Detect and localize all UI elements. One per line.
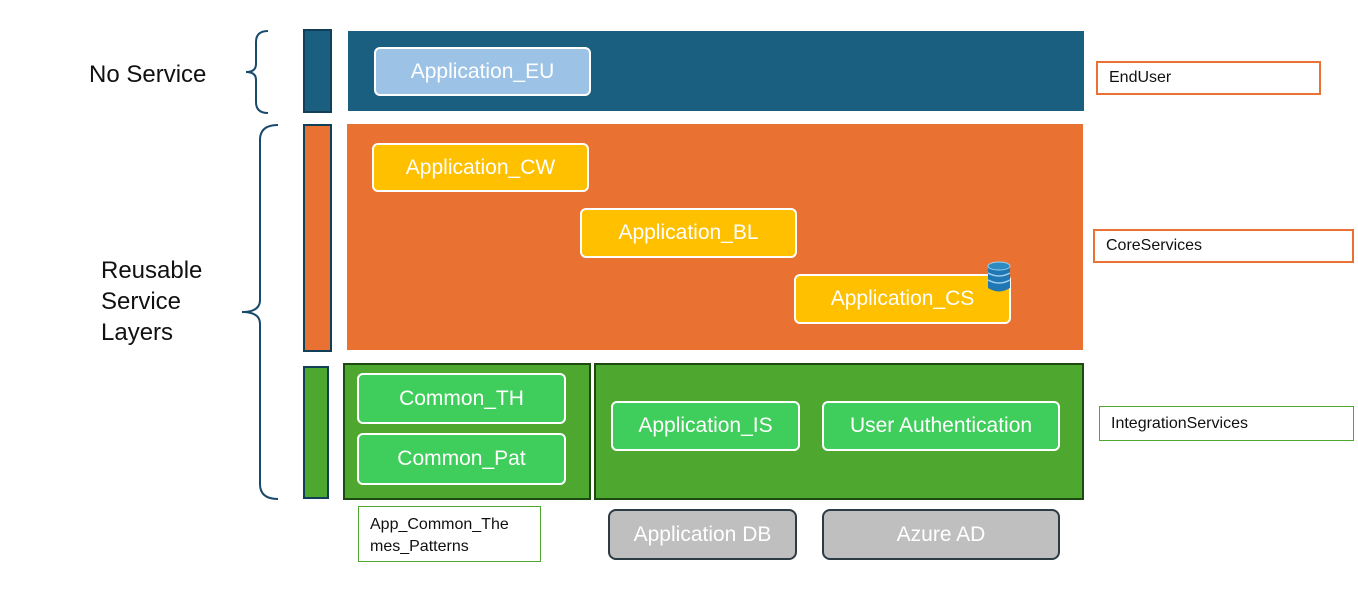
user-authentication-box[interactable]: User Authentication <box>822 401 1060 451</box>
core-services-tag: CoreServices <box>1093 229 1354 263</box>
common-th-box[interactable]: Common_TH <box>357 373 566 424</box>
integration-services-tag: IntegrationServices <box>1099 406 1354 441</box>
application-db-box[interactable]: Application DB <box>608 509 797 560</box>
app-common-tag-line1: App_Common_The <box>370 516 509 533</box>
no-service-brace <box>245 30 269 114</box>
no-service-label: No Service <box>89 61 207 88</box>
reusable-service-layers-label: Reusable Service Layers <box>101 255 202 348</box>
common-pat-box[interactable]: Common_Pat <box>357 433 566 485</box>
azure-ad-box[interactable]: Azure AD <box>822 509 1060 560</box>
app-common-themes-patterns-tag: App_Common_The mes_Patterns <box>358 506 541 562</box>
application-bl-box[interactable]: Application_BL <box>580 208 797 258</box>
reusable-label-line1: Reusable <box>101 257 203 284</box>
reusable-label-line2: Service <box>101 288 182 315</box>
integration-indicator-bar <box>303 366 329 499</box>
reusable-label-line3: Layers <box>101 319 174 346</box>
application-cw-box[interactable]: Application_CW <box>372 143 589 192</box>
application-eu-box[interactable]: Application_EU <box>374 47 591 96</box>
enduser-indicator-bar <box>303 29 332 113</box>
enduser-tag: EndUser <box>1096 61 1321 95</box>
application-is-box[interactable]: Application_IS <box>611 401 800 451</box>
reusable-brace <box>241 124 279 500</box>
database-icon <box>987 261 1011 292</box>
app-common-tag-line2: mes_Patterns <box>370 538 469 555</box>
application-cs-box[interactable]: Application_CS <box>794 274 1011 324</box>
core-indicator-bar <box>303 124 332 352</box>
